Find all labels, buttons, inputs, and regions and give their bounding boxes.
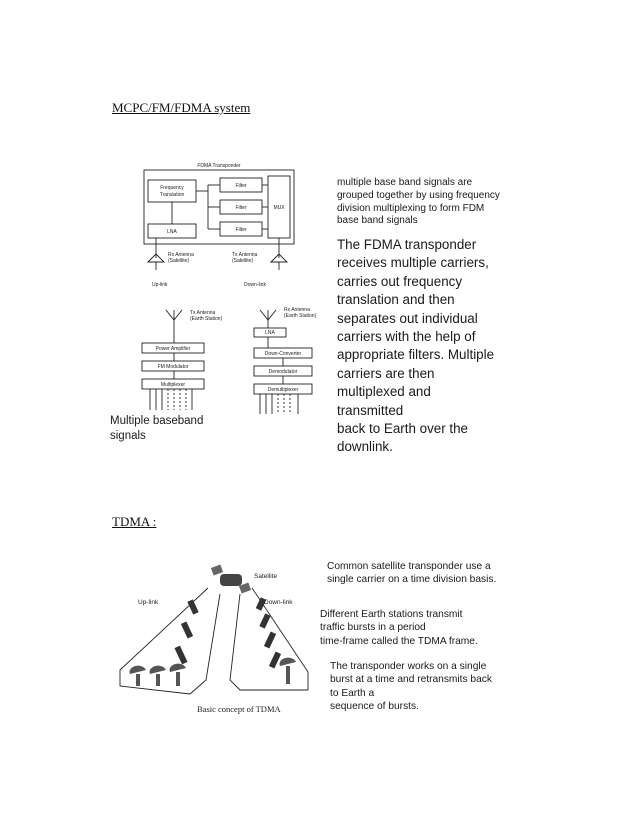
text-line: downlink. (337, 439, 393, 455)
text-line: multiplexed and (337, 384, 431, 400)
fdma-text-large: The FDMA transponder receives multiple c… (337, 236, 494, 457)
text-line: separates out individual (337, 310, 478, 326)
satellite-icon (210, 564, 252, 594)
down-converter-label: Down-Converter (265, 351, 302, 357)
downlink-label-tdma: Down-link (264, 599, 293, 606)
text-line: carriers with the help of (337, 329, 476, 345)
frequency-label-1: Frequency (160, 185, 184, 191)
downlink-label: Down-link (244, 282, 266, 288)
text-line: multiple base band signals are (337, 177, 473, 188)
uplink-bursts (174, 599, 199, 665)
text-line: translation and then (337, 292, 455, 308)
filter-label-3: Filter (235, 227, 246, 233)
text-line: to Earth a (330, 687, 375, 699)
baseband-caption: Multiple baseband signals (110, 414, 203, 444)
lna-earth-box (253, 327, 287, 338)
tdma-caption: Basic concept of TDMA (197, 704, 281, 714)
fdma-diagram: FDMA Transponder Frequency Translation L… (141, 163, 317, 414)
rx-antenna-earth-2: (Earth Station) (284, 313, 317, 319)
filter-label-1: Filter (235, 183, 246, 189)
frequency-label-2: Translation (160, 192, 185, 198)
tdma-diagram: Satellite Up-link Down-link (119, 564, 309, 695)
uplink-beam (119, 587, 209, 695)
rx-antenna-sat-2: (Satellite) (168, 258, 189, 264)
downlink-beam (229, 593, 308, 691)
section-heading-fdma: MCPC/FM/FDMA system (112, 100, 251, 115)
earth-station-icons (129, 657, 296, 686)
multiplexer-box (141, 378, 205, 390)
fm-modulator-label: FM Modulator (158, 364, 189, 370)
tx-antenna-earth-2: (Earth Station) (190, 316, 223, 322)
tdma-para-2: Different Earth stations transmit traffi… (320, 608, 478, 648)
text-line: single carrier on a time division basis. (327, 574, 497, 586)
mux-label: MUX (273, 205, 285, 211)
baseband-caption-line: signals (110, 429, 146, 442)
tx-antenna-sat-2: (Satellite) (232, 258, 253, 264)
text-line: The transponder works on a single (330, 661, 487, 672)
tdma-para-3: The transponder works on a single burst … (330, 660, 492, 713)
demodulator-label: Demodulator (269, 369, 298, 375)
satellite-label: Satellite (254, 573, 278, 580)
text-line: time-frame called the TDMA frame. (320, 635, 478, 647)
text-line: appropriate filters. Multiple (337, 347, 495, 363)
filter-label-2: Filter (235, 205, 246, 211)
tdma-para-1: Common satellite transponder use a singl… (327, 560, 496, 587)
text-line: The FDMA transponder (337, 237, 477, 252)
fm-modulator-box (141, 360, 205, 372)
lna-label: LNA (167, 229, 177, 235)
text-line: receives multiple carriers, (337, 255, 489, 271)
section-heading-tdma: TDMA : (112, 514, 157, 529)
text-line: sequence of bursts. (330, 700, 419, 712)
transponder-title: FDMA Transponder (197, 163, 241, 169)
rx-antenna-earth-1: Rx Antenna (284, 307, 310, 313)
text-line: carries out frequency (337, 273, 463, 289)
power-amplifier-box (141, 342, 205, 354)
text-line: Common satellite transponder use a (327, 561, 491, 572)
text-line: back to Earth over the (337, 421, 469, 437)
text-line: base band signals (337, 215, 418, 227)
text-line: carriers are then (337, 365, 435, 381)
text-line: grouped together by using frequency (337, 189, 500, 201)
text-line: Different Earth stations transmit (320, 609, 463, 620)
uplink-label-tdma: Up-link (138, 599, 159, 606)
text-line: transmitted (337, 402, 404, 418)
text-line: traffic bursts in a period (320, 622, 426, 634)
lna-earth-label: LNA (265, 330, 275, 336)
frequency-translation-box (147, 179, 197, 203)
baseband-caption-line: Multiple baseband (110, 415, 204, 427)
multiplexer-label: Multiplexer (161, 382, 186, 388)
tx-antenna-earth-1: Tx Antenna (190, 310, 216, 316)
transponder-box (143, 169, 295, 245)
text-line: division multiplexing to form FDM (337, 202, 485, 214)
text-line: burst at a time and retransmits back (330, 674, 492, 686)
fdma-text-small: multiple base band signals are grouped t… (337, 177, 500, 228)
downlink-bursts (255, 597, 282, 669)
tx-antenna-sat-1: Tx Antenna (232, 252, 258, 258)
demultiplexer-label: Demultiplexer (268, 387, 299, 393)
uplink-label: Up-link (152, 282, 168, 288)
power-amplifier-label: Power Amplifier (156, 346, 191, 352)
rx-antenna-sat-1: Rx Antenna (168, 252, 194, 258)
